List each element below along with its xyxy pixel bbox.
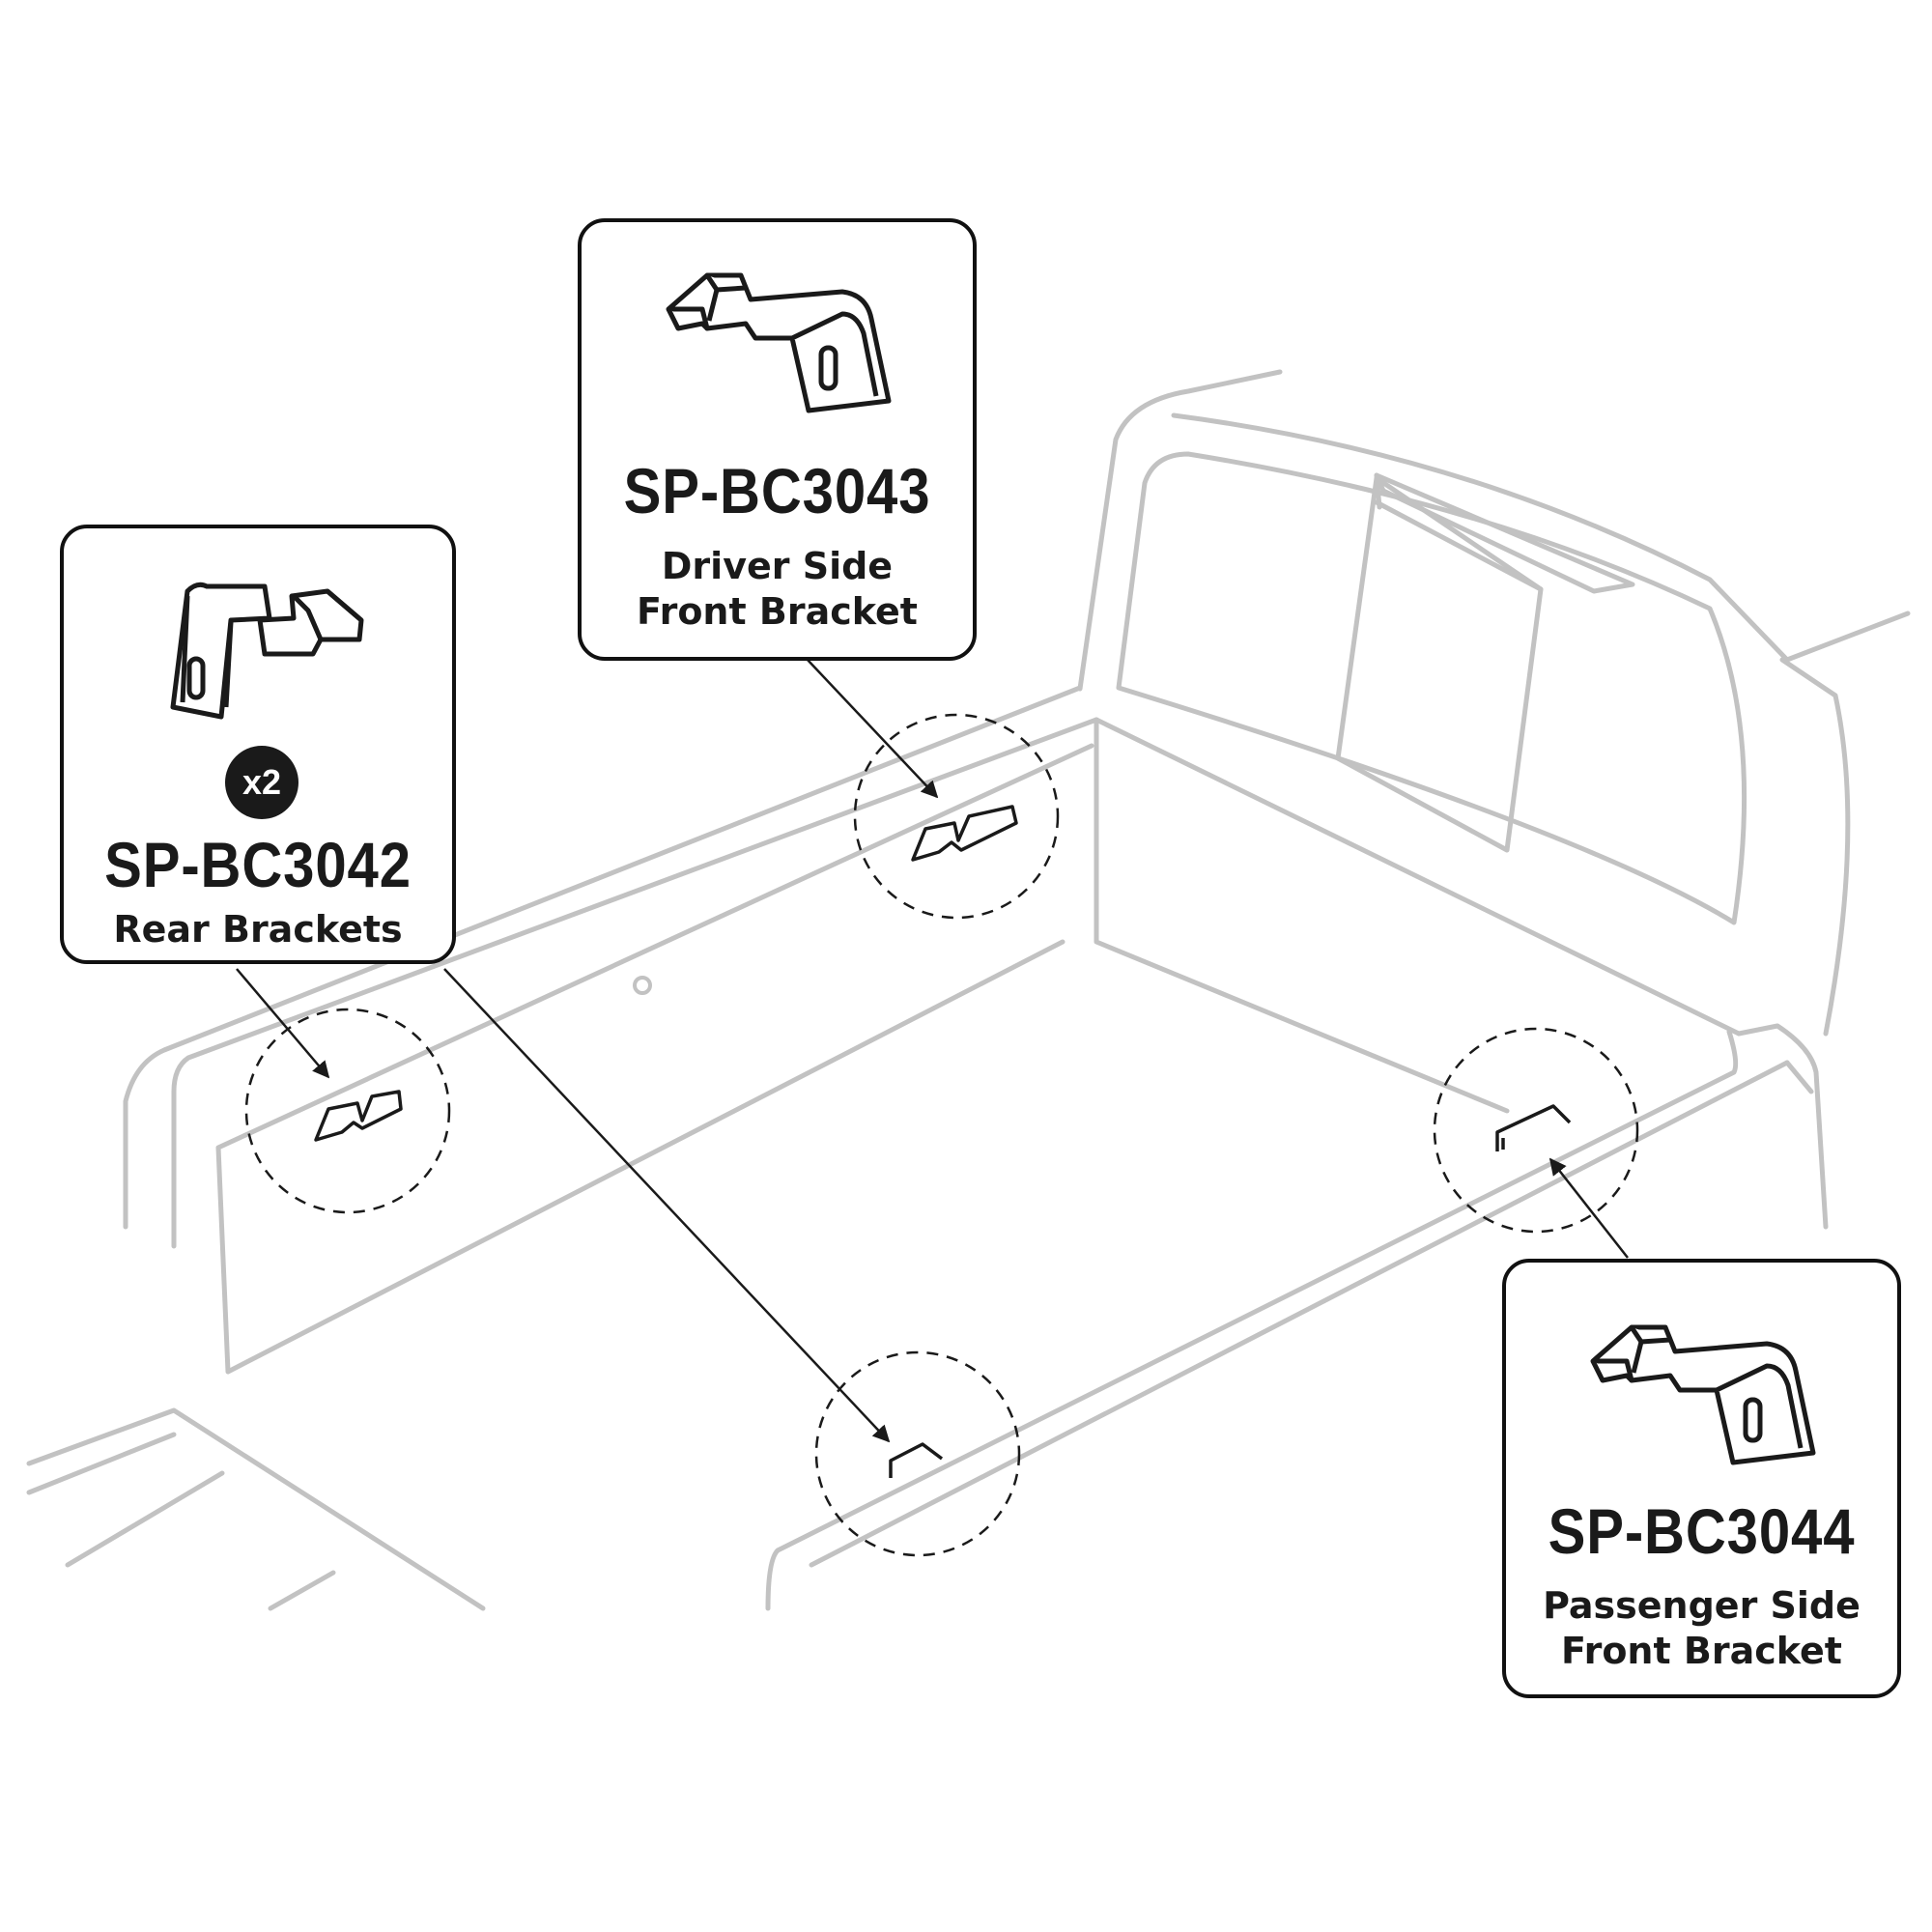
- driver-bed-wall: [215, 743, 1094, 1375]
- rear-brackets-callout: x2 SP-BC3042 Rear Brackets: [60, 525, 456, 964]
- bed-front-wall: [1094, 717, 1510, 1114]
- driver-part-description-line1: Driver Side: [661, 545, 894, 587]
- passenger-part-number: SP-BC3044: [1548, 1495, 1856, 1567]
- driver-front-bracket-icon: [666, 272, 892, 413]
- passenger-part-description-line1: Passenger Side: [1543, 1584, 1861, 1627]
- passenger-front-bracket-icon: [1590, 1324, 1816, 1465]
- rear-part-number: SP-BC3042: [104, 829, 412, 900]
- driver-rail-outer: [123, 685, 1083, 1230]
- truck-outline: [26, 369, 1911, 1611]
- rear-window-slider: [1335, 475, 1544, 853]
- rear-passenger-installed-bracket: [889, 1442, 944, 1478]
- rear-callout-arrow-passenger: [443, 968, 891, 1443]
- passenger-rail-top: [765, 1029, 1739, 1611]
- rear-driver-installed-bracket: [314, 1090, 403, 1142]
- rear-passenger-focus-circle: [814, 1350, 1021, 1557]
- driver-part-number: SP-BC3043: [623, 455, 931, 526]
- front-rail-top: [1094, 717, 1742, 1037]
- passenger-callout-arrow: [1548, 1157, 1629, 1259]
- passenger-rail-edge: [809, 1060, 1790, 1568]
- passenger-front-focus-circle: [1433, 1027, 1639, 1234]
- bumper-line-short: [268, 1570, 336, 1611]
- quantity-badge: x2: [225, 746, 298, 819]
- passenger-part-description-line2: Front Bracket: [1561, 1630, 1842, 1672]
- passenger-front-installed-bracket: [1495, 1104, 1572, 1151]
- window-divider-top: [1374, 499, 1544, 592]
- rear-callout-arrow-driver: [236, 968, 330, 1079]
- tie-down-hole: [633, 976, 652, 995]
- cab-roof-line: [1171, 412, 1911, 663]
- passenger-front-bracket-callout: SP-BC3044 Passenger Side Front Bracket: [1502, 1259, 1901, 1698]
- passenger-rail-corner: [1736, 1023, 1829, 1230]
- cab-rear-pillar: [1077, 369, 1283, 692]
- driver-rail-inner: [171, 717, 1099, 1249]
- rear-driver-focus-circle: [244, 1008, 451, 1214]
- rear-window: [1116, 451, 1747, 925]
- brake-light: [1374, 472, 1635, 594]
- driver-callout-arrow: [806, 658, 939, 799]
- driver-front-focus-circle: [853, 713, 1060, 920]
- tailgate-edge-inner: [26, 1432, 177, 1495]
- bumper-line: [65, 1470, 225, 1568]
- driver-part-description-line2: Front Bracket: [637, 590, 918, 633]
- driver-front-installed-bracket: [911, 805, 1018, 862]
- cab-side-contour: [1779, 657, 1851, 1037]
- passenger-rail-end: [1784, 1060, 1814, 1094]
- driver-front-bracket-callout: SP-BC3043 Driver Side Front Bracket: [578, 218, 977, 661]
- rear-part-description: Rear Brackets: [113, 908, 403, 951]
- tailgate-edge: [26, 1407, 486, 1611]
- rear-bracket-icon: [170, 582, 364, 720]
